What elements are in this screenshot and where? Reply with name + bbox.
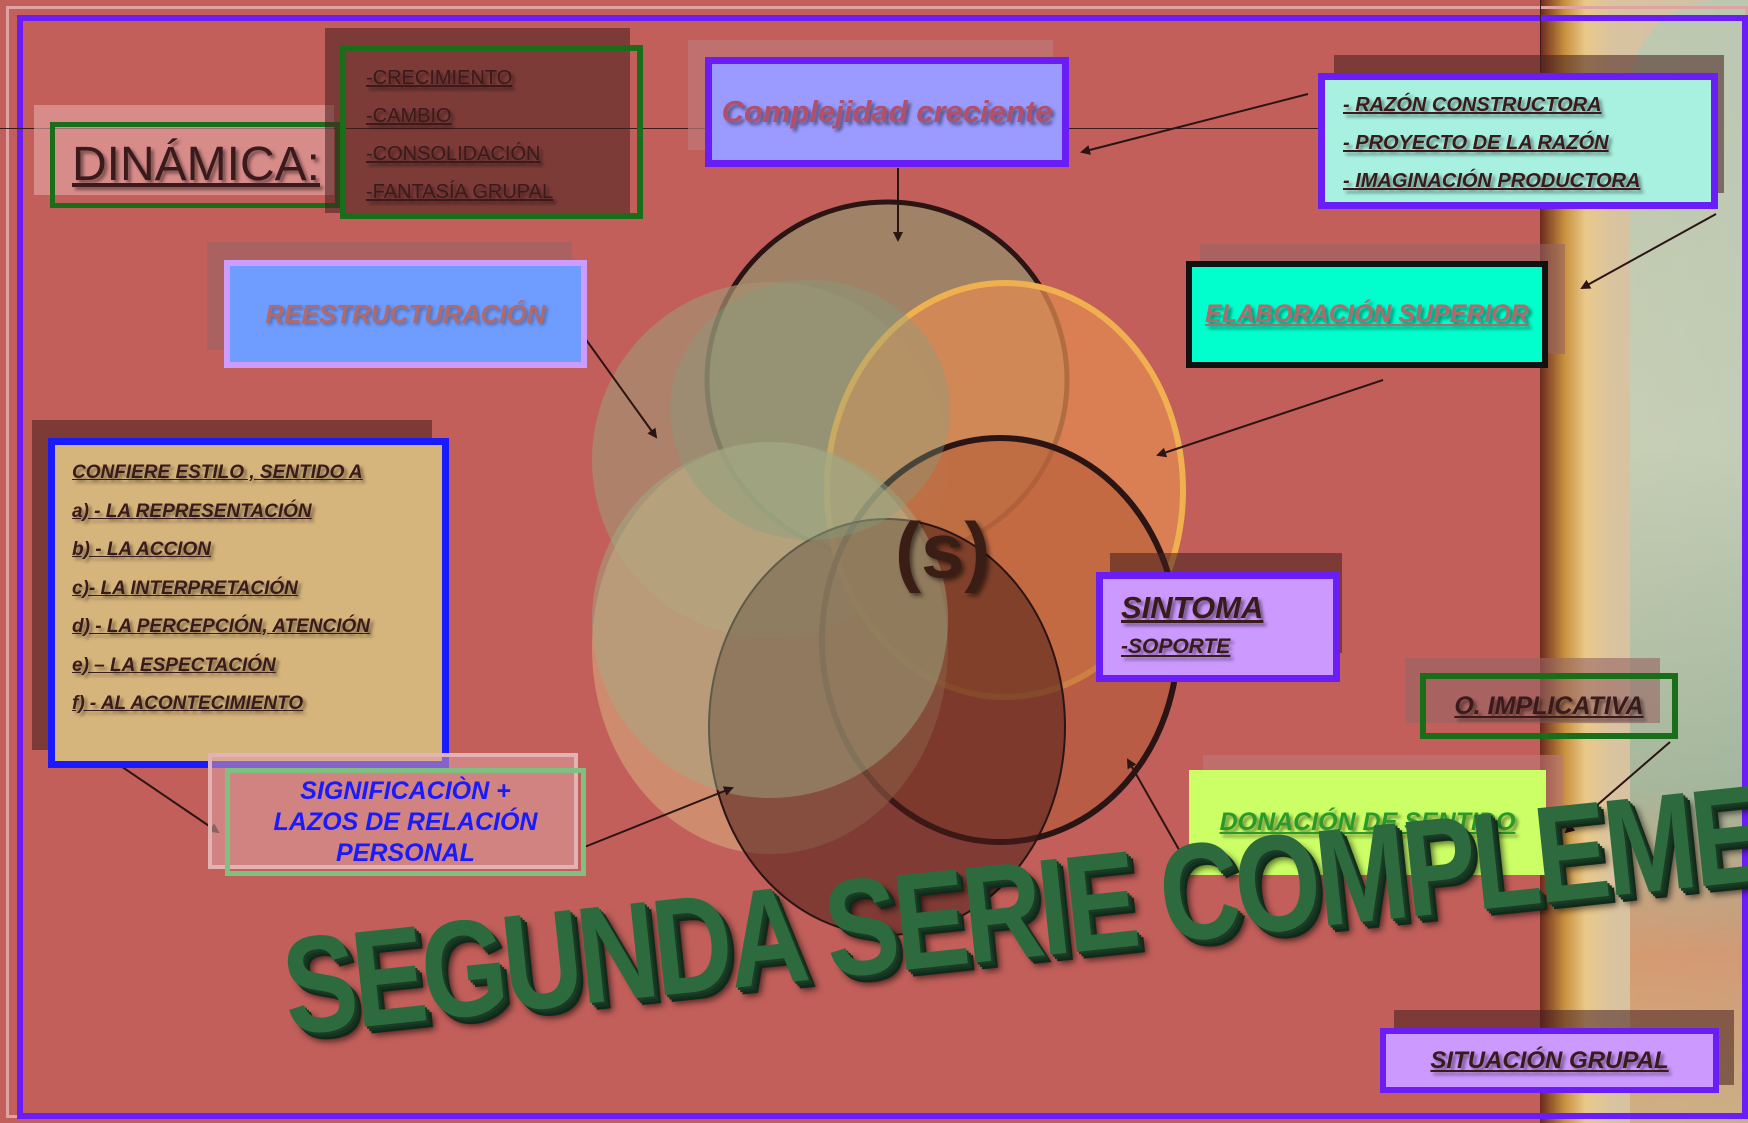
confers-item: e) – LA ESPECTACIÓN	[72, 654, 276, 676]
elaboration-box: ELABORACIÓN SUPERIOR	[1186, 261, 1548, 368]
reason-box: - RAZÓN CONSTRUCTORA - PROYECTO DE LA RA…	[1318, 73, 1718, 209]
implicative-shadow	[1405, 658, 1660, 723]
confers-item: a) - LA REPRESENTACIÓN	[72, 500, 312, 522]
dynamics-item: -CAMBIO	[366, 105, 452, 127]
dynamics-item: -FANTASÍA GRUPAL	[366, 181, 554, 203]
guide-line-vertical	[1540, 0, 1541, 72]
confers-item: f) - AL ACONTECIMIENTO	[72, 693, 304, 714]
dynamics-title-shadow	[34, 105, 334, 195]
significance-line: LAZOS DE RELACIÓN	[273, 807, 538, 836]
confers-item: b) - LA ACCION	[72, 539, 211, 560]
arrow-side	[1580, 213, 1717, 289]
center-label: (s)	[895, 506, 991, 594]
arrow-confers	[111, 759, 220, 834]
significance-line: SIGNIFICACIÒN +	[300, 776, 511, 805]
significance-box: SIGNIFICACIÒN + LAZOS DE RELACIÓN PERSON…	[225, 768, 586, 876]
significance-line: PERSONAL	[336, 838, 475, 867]
restructuring-box: REESTRUCTURACIÓN	[224, 260, 587, 368]
confers-item: CONFIERE ESTILO , SENTIDO A	[72, 462, 363, 483]
arrow-significance	[581, 786, 734, 849]
implicative-label: O. IMPLICATIVA	[1454, 691, 1644, 720]
dynamics-item: -CONSOLIDACIÓN	[366, 143, 541, 165]
donation-label: DONACIÓN DE SENTIDO	[1219, 808, 1516, 836]
group-box: SITUACIÓN GRUPAL	[1380, 1028, 1719, 1093]
arrow-implicative	[1564, 741, 1671, 834]
symptom-subtitle: -SOPORTE	[1121, 635, 1231, 658]
circle-bottom	[708, 518, 1066, 936]
group-label: SITUACIÓN GRUPAL	[1430, 1046, 1669, 1074]
arrow-elaboration	[1156, 379, 1384, 458]
guide-line-horizontal	[0, 128, 1320, 129]
arrow-donation	[1127, 758, 1187, 863]
complexity-label: Complejidad creciente	[721, 94, 1053, 129]
reason-item: - IMAGINACIÓN PRODUCTORA	[1343, 170, 1641, 192]
dynamics-item: -CRECIMIENTO	[366, 67, 513, 89]
arrow-reason	[1080, 93, 1309, 155]
confers-item: d) - LA PERCEPCIÓN, ATENCIÓN	[72, 616, 371, 637]
symptom-title: SINTOMA	[1121, 590, 1264, 625]
symptom-box: SINTOMA -SOPORTE	[1096, 572, 1340, 682]
arrow-restructuring	[581, 333, 658, 439]
elaboration-label: ELABORACIÓN SUPERIOR	[1205, 300, 1529, 328]
circle-overlap-green	[592, 442, 948, 798]
confers-box: CONFIERE ESTILO , SENTIDO A a) - LA REPR…	[48, 438, 449, 768]
outer-frame	[17, 15, 1748, 1119]
dynamics-list-box: -CRECIMIENTO -CAMBIO -CONSOLIDACIÓN -FAN…	[340, 45, 643, 219]
complexity-box: Complejidad creciente	[705, 57, 1069, 167]
dynamics-list-shadow	[325, 28, 630, 213]
confers-item: c)- LA INTERPRETACIÓN	[72, 577, 298, 599]
implicative-box: O. IMPLICATIVA	[1420, 673, 1678, 739]
donation-box: DONACIÓN DE SENTIDO	[1189, 770, 1546, 875]
restructuring-label: REESTRUCTURACIÓN	[265, 298, 546, 329]
reason-item: - RAZÓN CONSTRUCTORA	[1343, 94, 1602, 116]
dynamics-title: DINÁMICA:	[72, 138, 321, 191]
circle-overlap-green2	[670, 280, 950, 540]
reason-item: - PROYECTO DE LA RAZÓN	[1343, 132, 1609, 154]
